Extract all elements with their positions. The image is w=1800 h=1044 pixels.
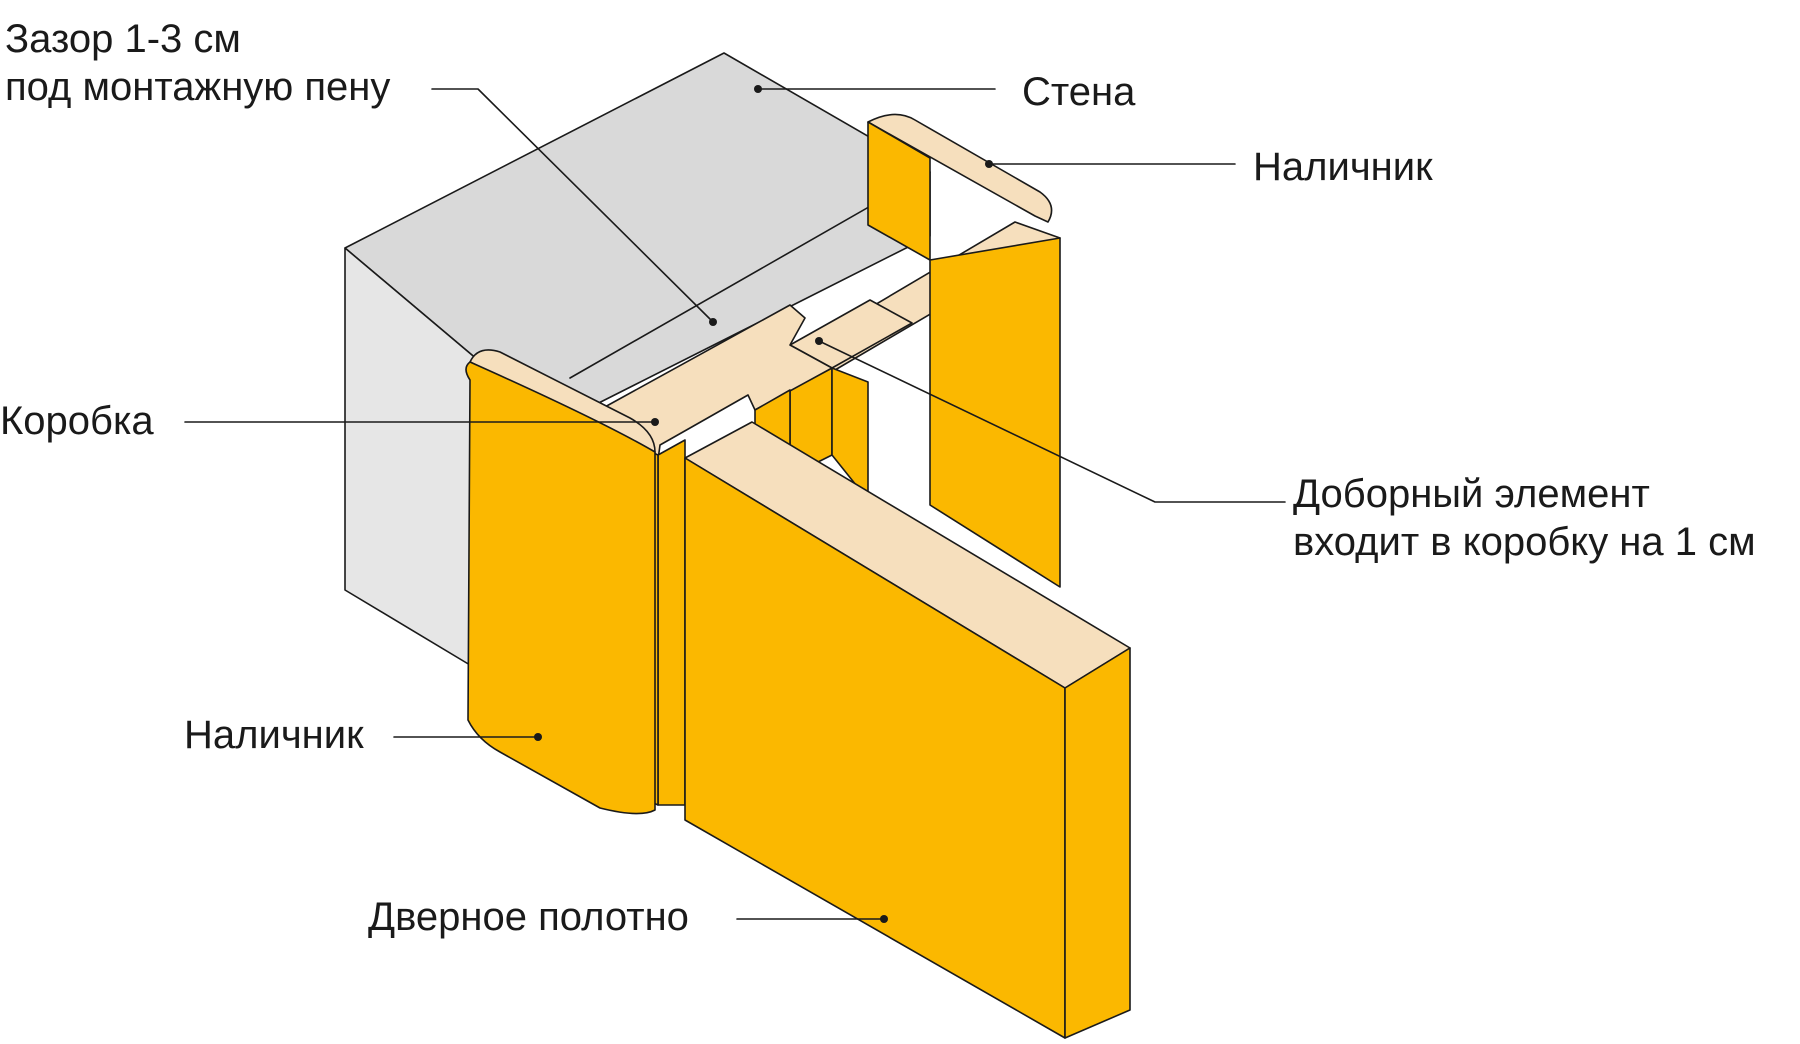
door-leaf-side xyxy=(1064,647,1131,1039)
label-wall: Стена xyxy=(1022,70,1136,114)
label-extension-line2: входит в коробку на 1 см xyxy=(1293,520,1756,564)
left-casing-face xyxy=(465,361,656,815)
right-casing xyxy=(867,113,1053,261)
leader-wall-dot xyxy=(754,85,762,93)
label-door-leaf: Дверное полотно xyxy=(368,895,689,939)
leaders xyxy=(184,85,1286,923)
leader-casing-top-dot xyxy=(985,160,993,168)
frame-inner-face xyxy=(657,439,686,806)
label-gap-line1: Зазор 1-3 см xyxy=(5,17,241,61)
leader-frame-dot xyxy=(651,418,659,426)
leader-casing-bottom-dot xyxy=(534,733,542,741)
label-extension-line1: Доборный элемент xyxy=(1293,472,1650,516)
right-jamb-face xyxy=(929,237,1061,588)
extension-element xyxy=(789,299,913,501)
leader-gap-dot xyxy=(709,318,717,326)
left-casing xyxy=(465,349,656,815)
label-casing-top: Наличник xyxy=(1253,145,1433,189)
door-leaf xyxy=(684,421,1131,1039)
label-frame: Коробка xyxy=(0,399,154,443)
leader-gap xyxy=(431,88,714,323)
leader-extension xyxy=(818,340,1286,503)
label-casing-bottom: Наличник xyxy=(184,713,364,757)
leader-door-leaf-dot xyxy=(880,915,888,923)
leader-extension-dot xyxy=(815,337,823,345)
label-extension: Доборный элемент входит в коробку на 1 с… xyxy=(1293,470,1756,566)
label-gap: Зазор 1-3 см под монтажную пену xyxy=(5,15,390,111)
label-gap-line2: под монтажную пену xyxy=(5,65,391,109)
right-casing-section xyxy=(867,113,1053,223)
